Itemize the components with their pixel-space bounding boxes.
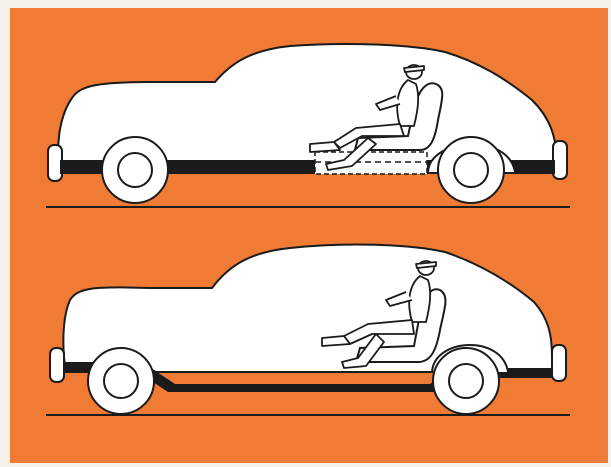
bottom-rear-wheel (433, 348, 499, 414)
top-chassis-frame-front (60, 160, 315, 174)
top-front-wheel (102, 137, 168, 203)
top-car (46, 44, 570, 207)
top-rear-wheel (438, 137, 504, 203)
top-front-bumper (48, 145, 62, 181)
bottom-front-bumper (50, 348, 64, 382)
bottom-rear-bumper (552, 345, 566, 381)
top-rear-bumper (553, 141, 567, 179)
bottom-front-wheel (88, 348, 154, 414)
bottom-car (46, 245, 570, 415)
